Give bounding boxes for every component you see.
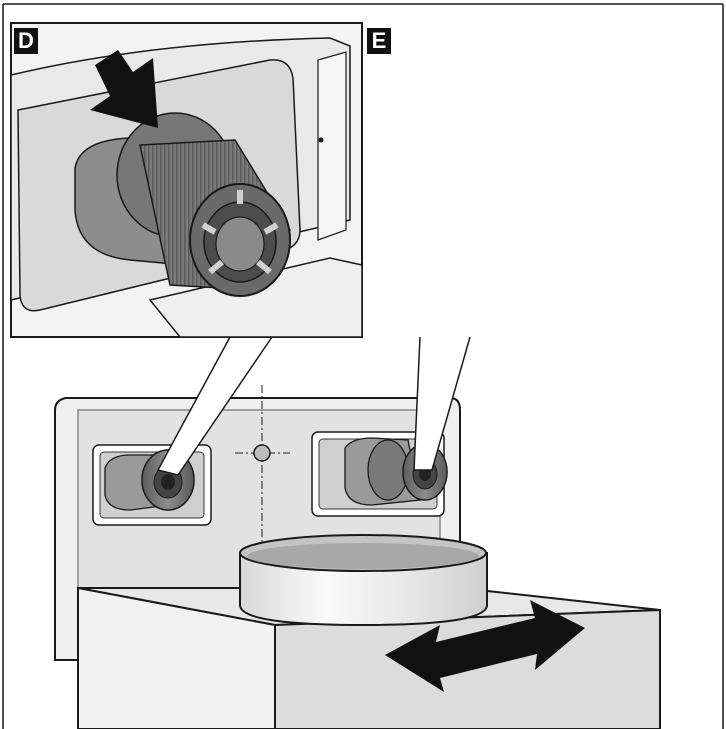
left-connector <box>92 444 212 526</box>
horizontal-double-arrow-icon <box>385 600 585 692</box>
appliance-rear-view <box>54 385 661 729</box>
push-arrow-icon <box>90 50 158 128</box>
panel-d <box>10 22 363 338</box>
right-connector <box>311 431 448 517</box>
callout-lines <box>156 336 471 476</box>
crosshair-icon <box>235 385 290 590</box>
frame-border <box>2 3 724 729</box>
step-label-d: D <box>14 28 38 54</box>
step-label-e: E <box>367 28 391 54</box>
cup <box>239 534 488 627</box>
